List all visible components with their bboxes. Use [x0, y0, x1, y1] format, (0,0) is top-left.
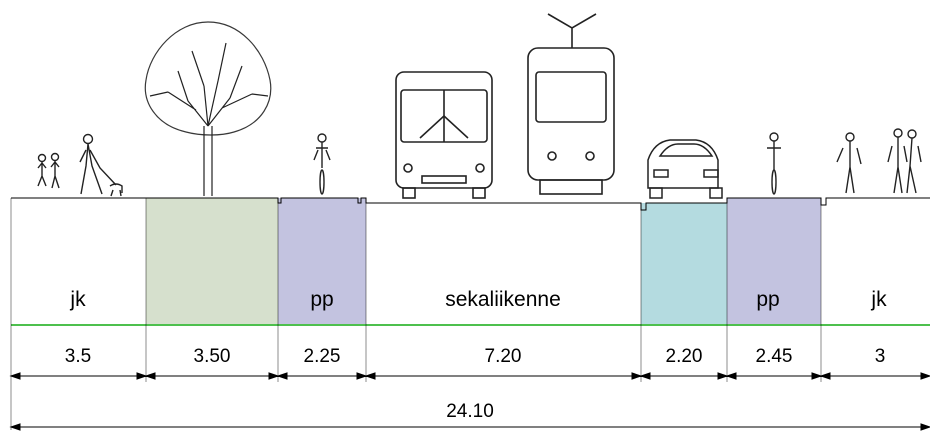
lane-fill-sekaliikenne — [366, 203, 641, 326]
lane-label-pp-right: pp — [756, 288, 779, 311]
tram-icon — [527, 13, 615, 195]
lane-width-pp-left: 2.25 — [304, 346, 341, 367]
lane-fill-jk-right — [821, 198, 930, 326]
lane-fill-parking — [641, 203, 727, 326]
pedestrians-icon — [836, 128, 922, 194]
lane-label-sekaliikenne: sekaliikenne — [445, 288, 561, 311]
cyclist-icon — [313, 133, 331, 195]
lane-width-sekaliikenne: 7.20 — [485, 346, 522, 367]
lane-dimension-line — [9, 372, 930, 380]
pedestrians-with-dog-icon — [37, 133, 123, 197]
street-surface-outline — [11, 197, 930, 211]
lane-fill-pp-left — [278, 198, 366, 326]
lane-fill-jk-left — [11, 198, 146, 326]
lane-separators — [10, 198, 822, 430]
tree-icon — [144, 21, 272, 196]
lane-width-pp-right: 2.45 — [756, 346, 793, 367]
lane-fill-tree-zone — [146, 198, 278, 326]
lane-label-jk-right: jk — [870, 288, 887, 311]
car-icon — [647, 139, 723, 199]
lane-width-parking: 2.20 — [666, 346, 703, 367]
total-width-label: 24.10 — [446, 401, 494, 422]
lane-label-pp-left: pp — [310, 288, 333, 311]
total-dimension-line — [9, 423, 930, 431]
lane-fill-pp-right — [727, 198, 821, 326]
lane-width-tree-zone: 3.50 — [194, 346, 231, 367]
cyclist-icon — [767, 132, 781, 195]
lane-width-jk-right: 3 — [875, 346, 886, 367]
lane-width-jk-left: 3.5 — [65, 346, 91, 367]
lane-label-jk-left: jk — [69, 288, 86, 311]
bus-icon — [395, 71, 493, 199]
